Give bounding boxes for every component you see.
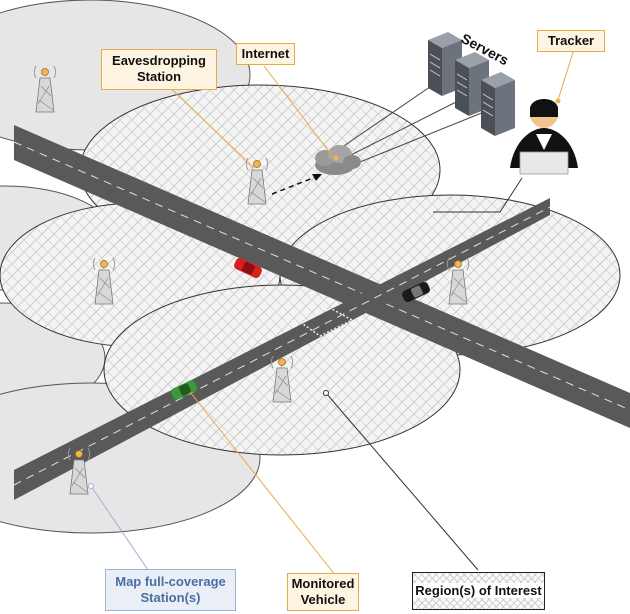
eavesdropping-station-label: Eavesdropping Station	[101, 49, 217, 90]
tracker-icon	[510, 98, 578, 175]
tracker-label: Tracker	[537, 30, 605, 52]
monitored-vehicle-icon	[170, 380, 198, 400]
map-station-label: Map full-coverage Station(s)	[105, 569, 236, 611]
internet-label: Internet	[236, 43, 295, 65]
server-icon	[480, 71, 516, 137]
road-diagonal-down	[13, 125, 630, 428]
tracker-bracket	[433, 177, 523, 213]
black-car-icon	[402, 281, 430, 303]
label-connectors	[88, 45, 576, 577]
internet-cloud-icon	[315, 145, 361, 175]
red-car-icon	[234, 257, 262, 279]
monitored-vehicle-label: Monitored Vehicle	[287, 573, 359, 611]
server-links	[334, 79, 495, 165]
data-upload-arrow	[271, 174, 322, 195]
road-diagonal-up	[13, 198, 551, 500]
region-of-interest-legend: Region(s) of Interest	[412, 572, 545, 610]
